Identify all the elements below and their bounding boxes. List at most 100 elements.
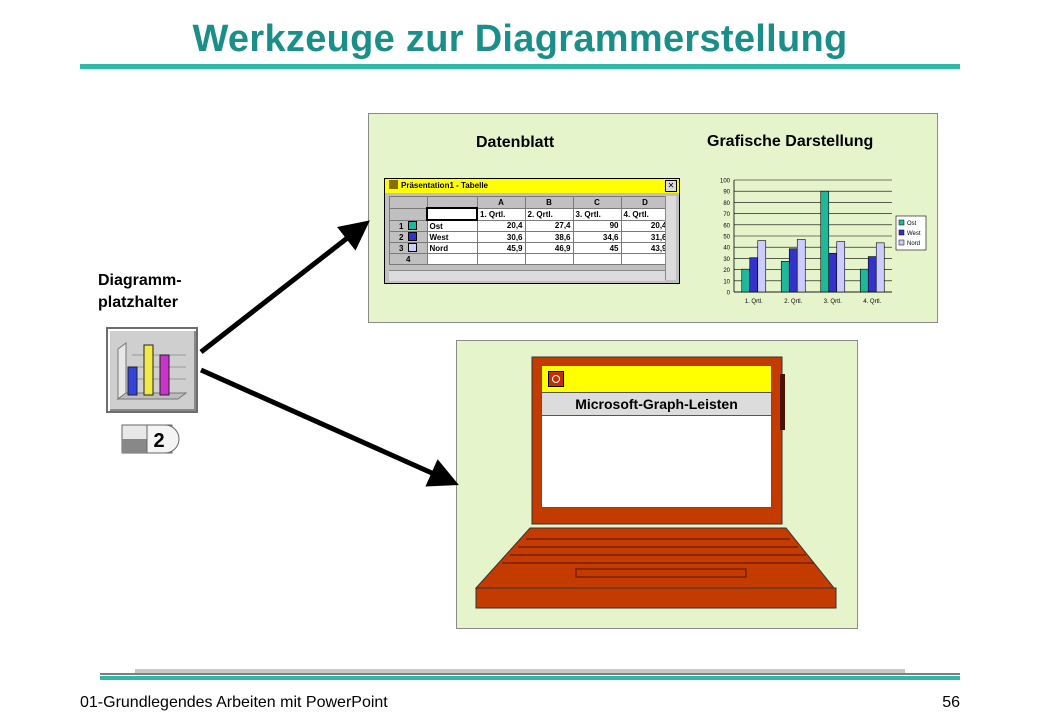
- bar: [828, 252, 838, 293]
- row-header-cell[interactable]: [389, 207, 428, 221]
- x-tick-label: 2. Qrtl.: [784, 299, 802, 305]
- legend-swatch: [898, 239, 905, 246]
- column-letter-b[interactable]: B: [524, 196, 574, 209]
- value-cell[interactable]: 31,6: [620, 231, 670, 243]
- chart-series-icon: [408, 243, 418, 252]
- y-tick-label: 30: [723, 257, 730, 263]
- category-cell[interactable]: 2. Qrtl.: [524, 207, 574, 221]
- column-letter-c[interactable]: C: [572, 196, 622, 209]
- footer-rule: [100, 676, 960, 680]
- corner-cell[interactable]: [389, 196, 428, 209]
- bar: [780, 261, 790, 293]
- value-cell[interactable]: 20,4: [620, 219, 670, 232]
- y-tick-label: 60: [723, 223, 730, 229]
- datasheet-window-icon: [389, 180, 398, 189]
- bar: [875, 242, 885, 293]
- series-header-row: 1. Qrtl. 2. Qrtl. 3. Qrtl. 4. Qrtl.: [389, 207, 670, 221]
- series-name-cell[interactable]: Nord: [426, 242, 478, 254]
- y-tick-label: 40: [723, 246, 730, 252]
- chart-series-icon: [408, 232, 418, 241]
- title-rule: [80, 64, 960, 69]
- table-row: 3 Nord 45,9 46,9 45 43,9: [389, 242, 670, 254]
- row-number: 3: [399, 244, 404, 253]
- value-cell[interactable]: 30,6: [476, 231, 526, 243]
- column-letter-row: A B C D: [389, 196, 670, 209]
- toolbar-label: Microsoft-Graph-Leisten: [541, 392, 772, 416]
- datasheet-titlebar[interactable]: Präsentation1 - Tabelle: [385, 179, 679, 193]
- chart-series-icon: [408, 220, 418, 230]
- placeholder-label: Diagramm- platzhalter: [98, 270, 182, 314]
- chart-label: Grafische Darstellung: [707, 133, 874, 150]
- slide-title: Werkzeuge zur Diagrammerstellung: [192, 18, 848, 60]
- row-header-cell[interactable]: 2: [389, 231, 428, 243]
- datasheet-label: Datenblatt: [476, 134, 555, 151]
- datasheet-window[interactable]: Präsentation1 - Tabelle ✕ A B C D 1. Qrt…: [384, 178, 680, 284]
- column-letter-a[interactable]: A: [476, 196, 526, 209]
- row-header-cell[interactable]: 3: [389, 242, 428, 254]
- value-cell[interactable]: 45: [572, 242, 622, 254]
- app-titlebar[interactable]: [541, 365, 772, 393]
- arrow-to-datasheet: [199, 220, 370, 354]
- close-icon[interactable]: ✕: [665, 180, 677, 192]
- bar: [749, 257, 759, 293]
- legend-label: Nord: [907, 241, 920, 247]
- y-tick-label: 10: [723, 279, 730, 285]
- series-name-cell[interactable]: West: [426, 231, 478, 243]
- datasheet-window-title: Präsentation1 - Tabelle: [401, 181, 488, 190]
- horizontal-scrollbar[interactable]: [389, 270, 665, 281]
- category-cell[interactable]: 1. Qrtl.: [476, 207, 526, 221]
- bar: [796, 239, 806, 293]
- row-number: 2: [399, 233, 404, 242]
- series-name-cell[interactable]: [426, 253, 478, 265]
- y-tick-label: 80: [723, 201, 730, 207]
- footer-shadow: [135, 669, 905, 673]
- bar-chart-icon: [116, 342, 188, 400]
- row-number: 4: [406, 254, 411, 264]
- datasheet-grid: A B C D 1. Qrtl. 2. Qrtl. 3. Qrtl. 4. Qr…: [389, 196, 670, 265]
- value-cell[interactable]: [572, 253, 622, 265]
- row-header-cell[interactable]: 1: [389, 219, 428, 232]
- y-tick-label: 20: [723, 268, 730, 274]
- y-tick-label: 70: [723, 212, 730, 218]
- vertical-scrollbar[interactable]: [665, 196, 676, 280]
- bar: [757, 240, 767, 293]
- toolbar-area: [541, 415, 772, 508]
- series-name-cell[interactable]: Ost: [426, 219, 478, 232]
- table-row: 2 West 30,6 38,6 34,6 31,6: [389, 231, 670, 243]
- value-cell[interactable]: 43,9: [620, 242, 670, 254]
- value-cell[interactable]: 46,9: [524, 242, 574, 254]
- table-row: 1 Ost 20,4 27,4 90 20,4: [389, 219, 670, 232]
- bar: [867, 256, 877, 293]
- legend-swatch: [898, 229, 905, 236]
- row-header-cell[interactable]: 4: [389, 253, 428, 265]
- legend-label: Ost: [907, 221, 917, 227]
- bar: [788, 248, 798, 293]
- value-cell[interactable]: [524, 253, 574, 265]
- value-cell[interactable]: [620, 253, 670, 265]
- column-header-cell[interactable]: [426, 196, 478, 209]
- bar: [859, 268, 869, 293]
- placeholder-label-line2: platzhalter: [98, 294, 179, 311]
- value-cell[interactable]: 34,6: [572, 231, 622, 243]
- powerpoint-icon: [548, 371, 564, 387]
- table-row: 4: [389, 253, 670, 265]
- value-cell[interactable]: [476, 253, 526, 265]
- slide-number: 2: [153, 430, 164, 452]
- value-cell[interactable]: 27,4: [524, 219, 574, 232]
- selected-cell[interactable]: [426, 207, 478, 221]
- category-cell[interactable]: 4. Qrtl.: [620, 207, 670, 221]
- y-tick-label: 50: [723, 235, 730, 241]
- value-cell[interactable]: 90: [572, 219, 622, 232]
- category-cell[interactable]: 3. Qrtl.: [572, 207, 622, 221]
- x-tick-label: 4. Qrtl.: [863, 299, 881, 305]
- column-letter-d[interactable]: D: [620, 196, 670, 209]
- value-cell[interactable]: 20,4: [476, 219, 526, 232]
- bar: [836, 241, 846, 293]
- slide-number-badge: 2: [121, 424, 180, 454]
- value-cell[interactable]: 45,9: [476, 242, 526, 254]
- chart-placeholder-icon[interactable]: [106, 327, 198, 413]
- x-tick-label: 1. Qrtl.: [745, 299, 763, 305]
- legend-label: West: [907, 231, 921, 237]
- value-cell[interactable]: 38,6: [524, 231, 574, 243]
